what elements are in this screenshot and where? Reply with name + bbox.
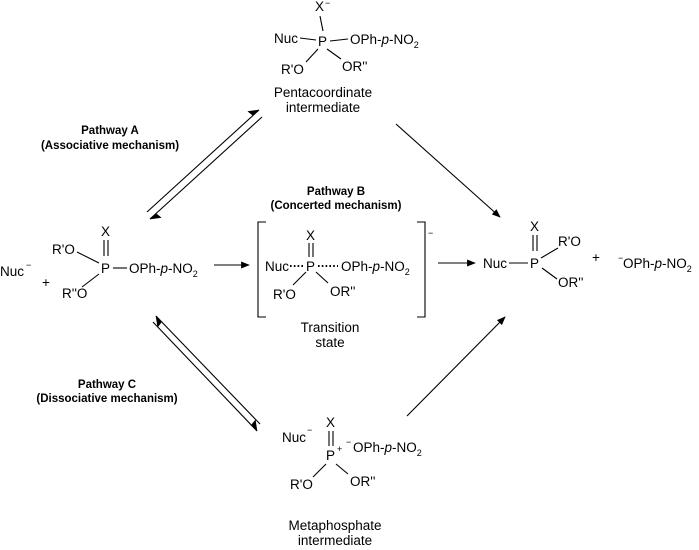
ro-label: R'O [558,234,581,249]
x-atom: X [326,415,335,430]
reactants: Nuc − + X R'O P OPh-p-NO2 R''O [0,224,198,301]
pentacoordinate-intermediate: X − Nuc P OPh-p-NO2 R'O OR'' Pentacoordi… [274,0,419,115]
caption-line1: Metaphosphate [288,518,381,533]
x-atom: X [530,219,539,234]
ro-label: R'O [273,287,296,302]
metaphosphate-intermediate: Nuc − X P + − OPh-p-NO2 R'O OR'' Metapho… [282,415,422,548]
p-or-left-bond [305,48,319,63]
p-atom: P [530,256,539,271]
right-bracket [417,221,426,318]
p-or-bond [335,463,349,475]
oph-label: OPh-p-NO2 [353,440,422,458]
caption-line2: state [315,335,344,350]
leaving-group-charge: − [618,253,623,263]
nuc-label: Nuc [274,31,298,46]
p-oph-bond [329,38,349,42]
x-atom: X [306,228,315,243]
pathway-c-subtitle: (Dissociative mechanism) [36,393,177,405]
pathway-b-subtitle: (Concerted mechanism) [270,200,401,212]
or-label: OR'' [342,59,367,74]
or-label: OR'' [350,474,375,489]
pathway-a-subtitle: (Associative mechanism) [41,140,179,152]
pentacoordinate-to-product-arrow [395,123,501,218]
p-x-bond [319,15,324,32]
leaving-group-charge: − [346,437,351,447]
pathway-a-label: Pathway A (Associative mechanism) [41,125,179,152]
pathway-b-label: Pathway B (Concerted mechanism) [270,186,401,212]
ro-label: R'O [281,62,304,77]
p-or-bond [315,271,329,284]
p-ro-bond [292,271,307,286]
pathway-a-reverse-arrow [149,116,263,220]
transition-state: − X Nuc P OPh-p-NO2 R'O OR'' Transition … [257,221,433,350]
p-charge: + [337,444,342,454]
pathway-c-reverse-arrow [155,315,261,425]
oph-label: OPh-p-NO2 [129,261,198,279]
plus-sign: + [592,250,600,265]
x-atom: X [315,0,324,14]
nuc-p-bond [299,37,317,41]
p-atom: P [101,261,110,276]
or-label: OR'' [330,284,355,299]
nuc-label: Nuc [282,430,306,445]
x-atom: X [101,224,110,239]
pathway-a-title: Pathway A [81,125,139,137]
pathway-c-title: Pathway C [78,379,136,391]
ts-charge: − [428,228,433,238]
products: X R'O Nuc P OR'' + − OPh-p-NO2 [483,219,692,290]
ro-label: R'O [52,242,75,257]
p-ro-bond [312,463,327,478]
nuc-label: Nuc [0,264,24,279]
nuc-charge: − [307,425,312,435]
p-or-bond [541,267,558,280]
nuc-charge: − [26,260,31,270]
pathway-c-label: Pathway C (Dissociative mechanism) [36,379,177,405]
or-label: OR'' [558,275,583,290]
caption-line2: intermediate [298,533,372,548]
metaphosphate-to-product-arrow [406,316,506,417]
pathway-b-title: Pathway B [307,186,365,198]
x-charge: − [325,0,330,8]
plus-sign: + [42,275,50,290]
p-atom: P [318,34,327,49]
oph-label: OPh-p-NO2 [341,259,410,277]
pathway-a-forward-arrow [146,109,260,213]
caption-line2: intermediate [286,100,360,115]
p-atom: P [326,448,335,463]
ro-p-bond [76,251,100,264]
rpo-label: R''O [62,286,87,301]
caption-line1: Pentacoordinate [274,85,372,100]
p-ro-bond [540,247,559,259]
nuc-label: Nuc [265,259,289,274]
caption-line1: Transition [301,320,360,335]
pathway-c-forward-arrow [152,321,258,432]
p-rpo-bond [81,273,100,288]
nuc-label: Nuc [483,256,507,271]
left-bracket [257,221,266,318]
oph-label: OPh-p-NO2 [350,32,419,50]
p-or-right-bond [326,48,342,60]
p-atom: P [306,259,315,274]
leaving-group-label: OPh-p-NO2 [623,256,692,274]
ro-label: R'O [290,477,313,492]
